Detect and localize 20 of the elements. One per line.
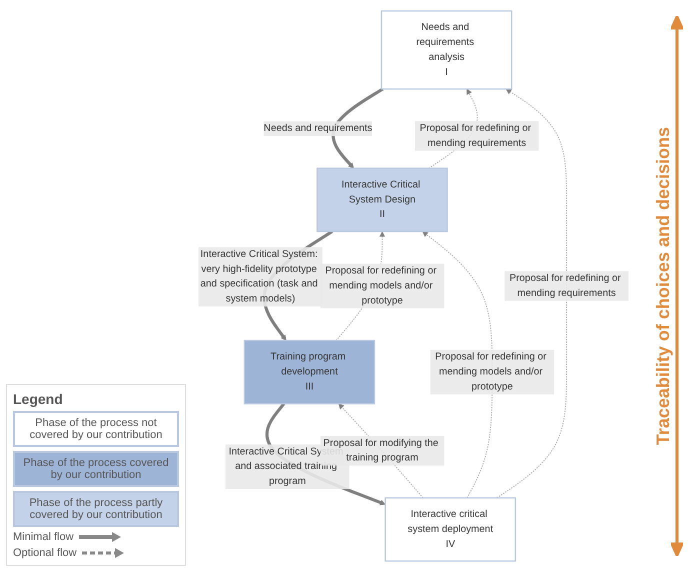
edge-label: Needs and requirements [264, 123, 372, 134]
edge-label: Proposal for redefining or mending models and/or prototype [435, 352, 546, 392]
edge-label: Proposal for redefining or mending requirements [510, 272, 621, 298]
axis-caption: Traceability of choices and decisions [652, 126, 674, 446]
arrow [496, 88, 567, 498]
edge-label: training program [346, 452, 418, 464]
legend-text: Optional flow [13, 547, 77, 559]
legend-swatch: Phase of the process covered by our contribution [13, 451, 179, 487]
node-box: Needs and requirements analysis I [380, 10, 512, 90]
edge-label: Interactive Critical System: very high-fidelity prototype and specification (task and system models) [200, 248, 318, 304]
legend-heading: Legend [13, 391, 64, 407]
node-box: Interactive critical system deployment IV [384, 497, 516, 562]
edge-label: Proposal for redefining or mending models and/or prototype [325, 266, 436, 306]
node-box: Interactive Critical System Design II [316, 168, 448, 232]
legend-swatch: Phase of the process not covered by our contribution [13, 411, 179, 447]
edge-label: Proposal for redefining or mending requirements [420, 122, 532, 148]
legend-text: Minimal flow [13, 531, 74, 543]
node-box: Training program development III [244, 340, 376, 404]
legend-swatch: Phase of the process partly covered by our contribution [13, 491, 179, 527]
edge-label: Proposal for modifying the [323, 438, 438, 448]
